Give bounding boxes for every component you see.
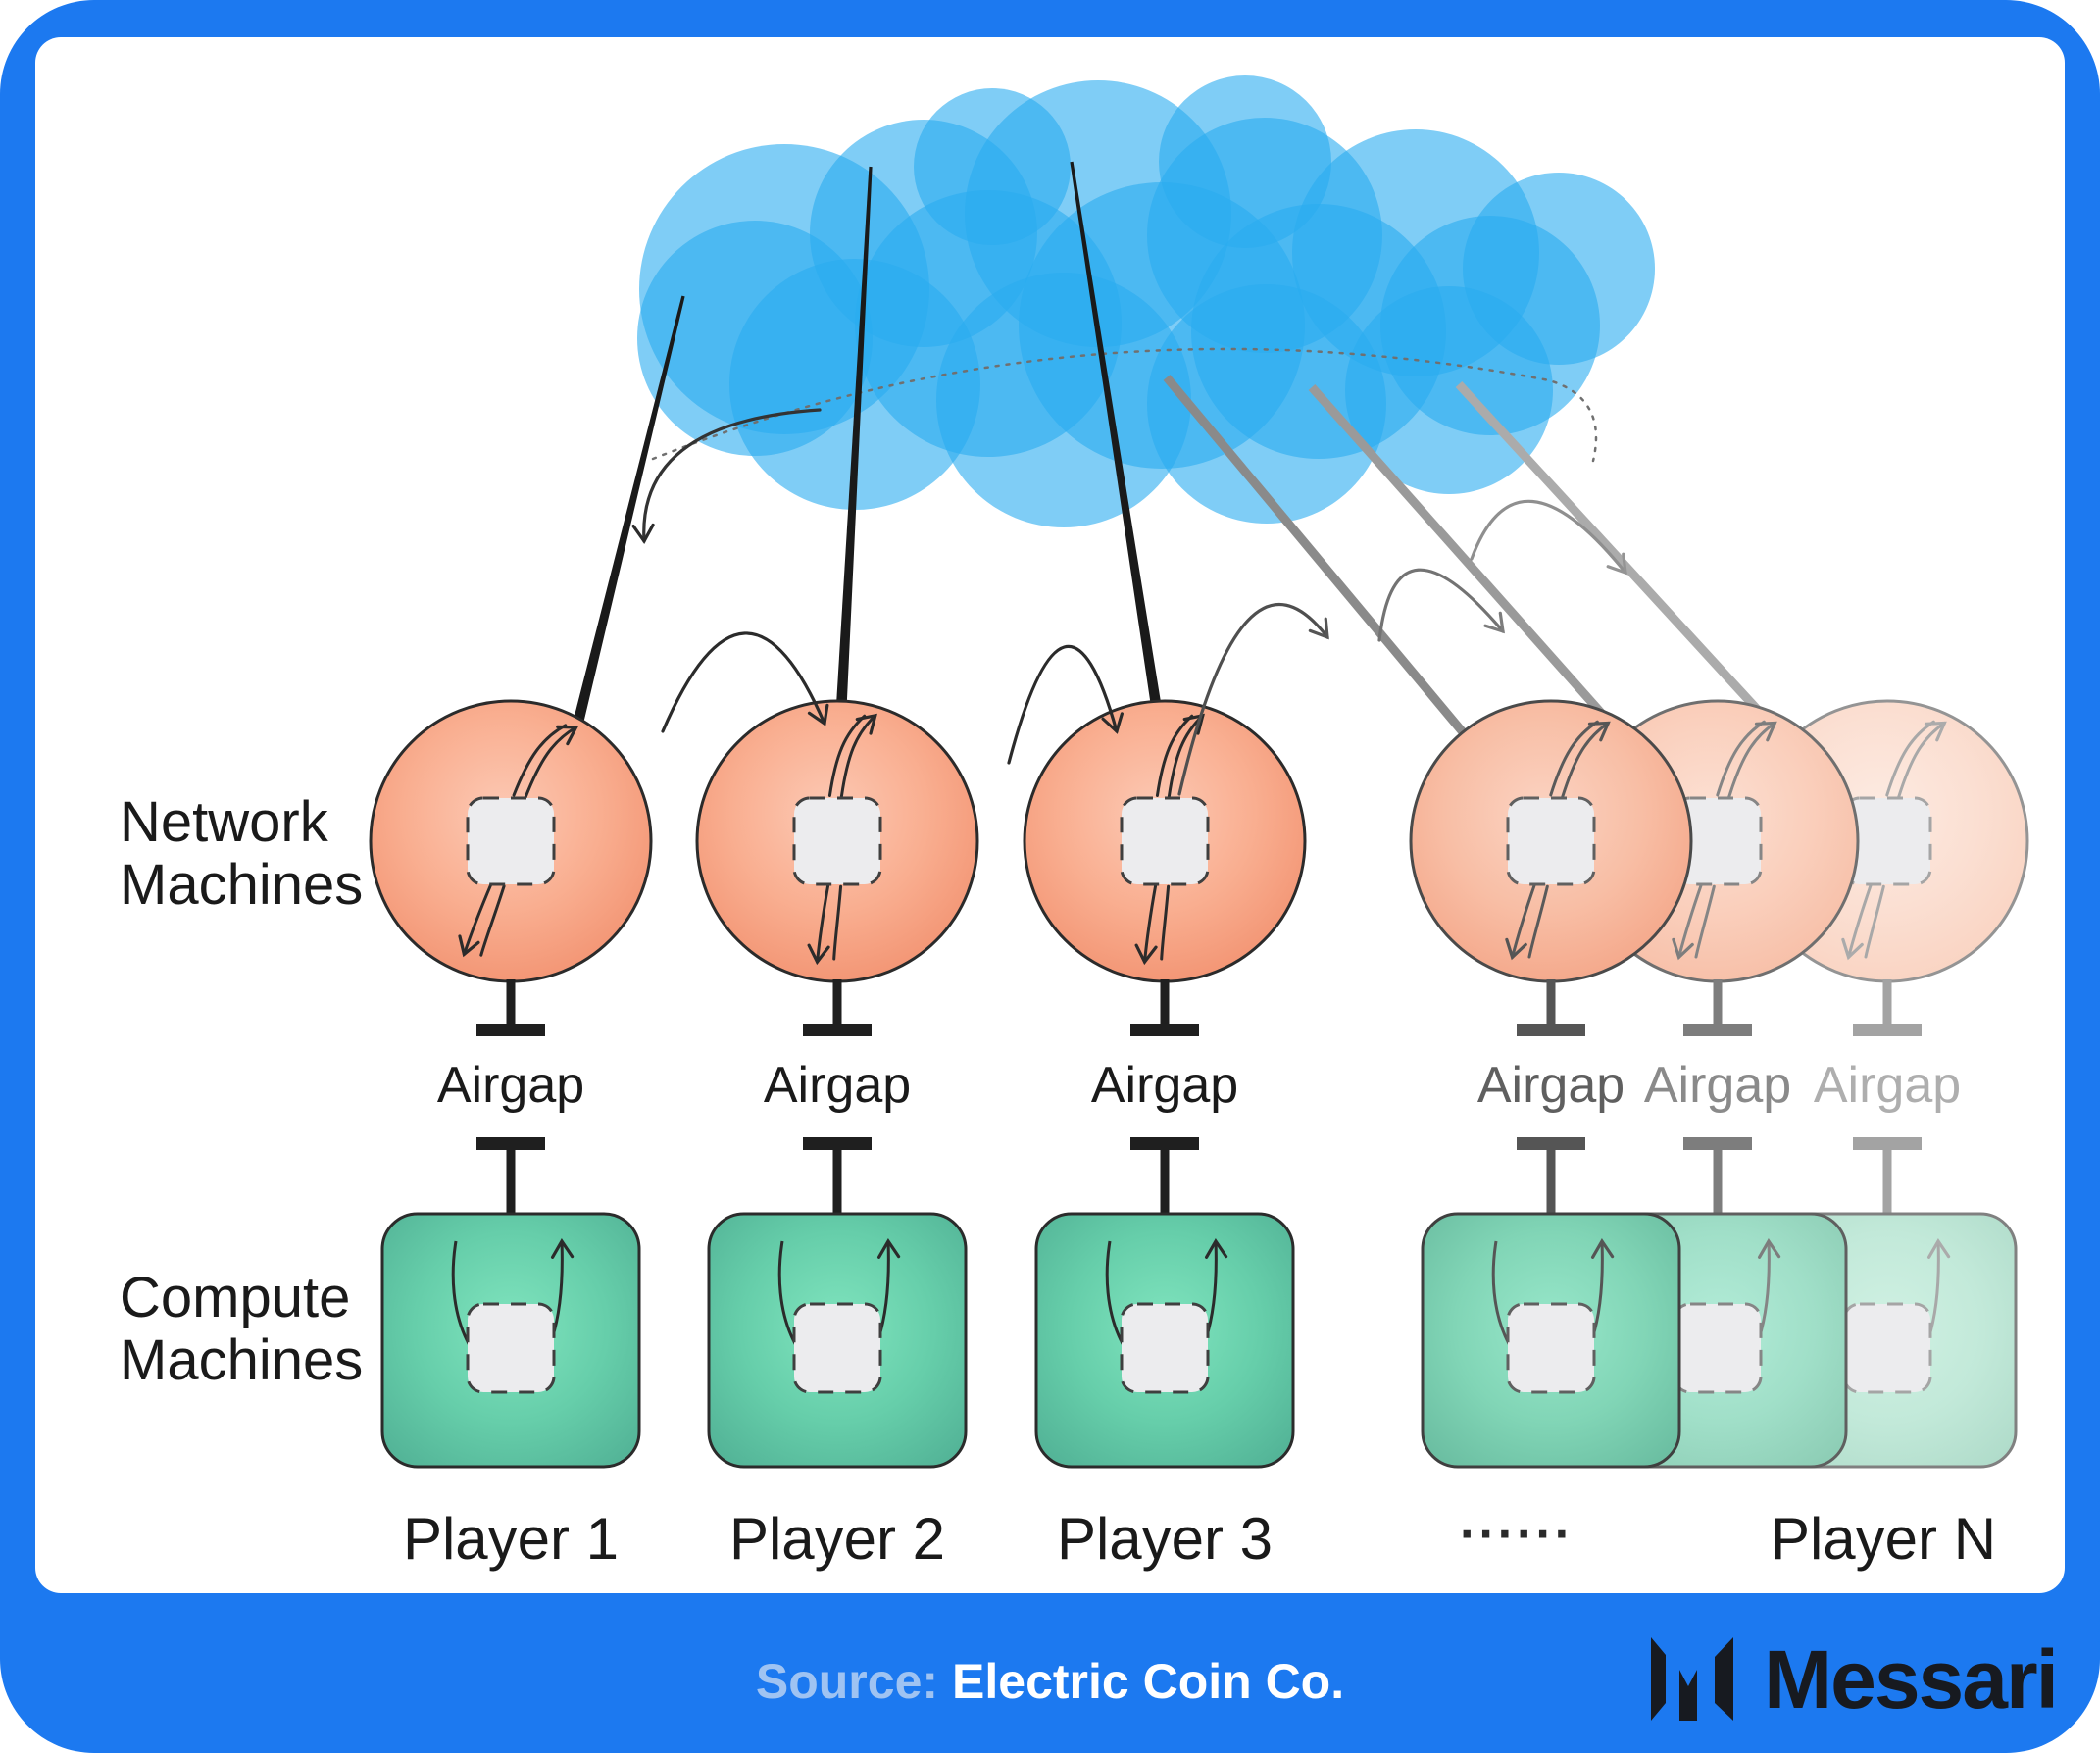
player-label: Player 3	[1057, 1506, 1273, 1572]
chip-icon	[466, 796, 556, 886]
chip-icon	[1506, 1302, 1596, 1394]
airgap-label: Airgap	[764, 1057, 911, 1114]
cloud-puff	[1345, 286, 1553, 494]
relay-arch-arrow	[661, 631, 829, 733]
chip-icon	[792, 796, 882, 886]
relay-arch-arrow	[1007, 644, 1124, 765]
network-io-arrows	[1134, 713, 1205, 966]
airgap-label: Airgap	[437, 1057, 584, 1114]
messari-mark-icon	[1651, 1637, 1733, 1721]
chip-icon	[1673, 1302, 1763, 1394]
broadcast-orbit-arc	[651, 347, 1598, 463]
messari-wordmark: Messari	[1764, 1633, 2057, 1726]
downlink-arrow	[1134, 884, 1158, 966]
player-label: Player 2	[729, 1506, 945, 1572]
downlink-arrow	[807, 884, 830, 966]
cloud-puff	[729, 259, 980, 510]
downlink-arrow	[1672, 882, 1704, 961]
network-machines-label-line2: Machines	[120, 853, 363, 917]
player-column-1: Airgap Player 1	[369, 699, 653, 1572]
source-label: Source:	[756, 1654, 938, 1709]
cloud-puff	[1147, 284, 1386, 524]
player-column-2: Airgap Player 2	[695, 699, 979, 1572]
source-name: Electric Coin Co.	[952, 1654, 1344, 1709]
network-machines-label-line1: Network	[120, 790, 329, 854]
network-io-arrows	[458, 724, 579, 958]
uplink-arrow	[1561, 721, 1611, 799]
cloud-link-line	[571, 295, 685, 731]
airgap-label: Airgap	[1091, 1057, 1238, 1114]
uplink-arrow	[839, 713, 877, 798]
cloud-link-line-faded	[1163, 375, 1502, 777]
messari-logo: Messari	[1651, 1633, 2059, 1726]
cloud-link-line	[1070, 161, 1166, 730]
uplink-arrow	[1897, 721, 1947, 799]
chip-icon	[1120, 1302, 1210, 1394]
cloud-link-line	[834, 166, 873, 730]
airgap-label: Airgap	[1477, 1057, 1625, 1114]
uplink-arrow	[1167, 713, 1205, 798]
cloud-puff	[936, 273, 1191, 527]
relay-arch-arrow	[1470, 499, 1627, 576]
network-io-arrows	[807, 713, 877, 966]
network-io-arrows	[1505, 720, 1611, 961]
player-n-label: Player N	[1771, 1506, 1996, 1572]
chip-icon	[466, 1302, 556, 1394]
airgap-label: Airgap	[1814, 1057, 1961, 1114]
chip-icon	[1842, 1302, 1932, 1394]
relay-arch-arrow	[1177, 603, 1329, 796]
player-label: Player 1	[403, 1506, 619, 1572]
ellipsis-label: ······	[1460, 1506, 1574, 1563]
chip-icon	[1506, 796, 1596, 886]
relay-arch-arrow	[1377, 568, 1505, 642]
messari-mark-bar-right	[1715, 1637, 1733, 1721]
uplink-arrow	[524, 725, 579, 800]
messari-mark-bar-middle	[1679, 1670, 1697, 1721]
network-io-arrows	[1672, 720, 1777, 961]
footer: Source: Electric Coin Co. Messari	[756, 1633, 2059, 1726]
cloud-puff	[914, 88, 1071, 245]
source-credit: Source: Electric Coin Co.	[756, 1654, 1344, 1709]
network-io-arrows	[1841, 720, 1947, 961]
chip-icon	[792, 1302, 882, 1394]
compute-machines-label-line2: Machines	[120, 1328, 363, 1392]
messari-mark-bar-left	[1651, 1637, 1666, 1721]
uplink-arrow	[1727, 721, 1777, 799]
chip-icon	[1120, 796, 1210, 886]
downlink-arrow	[1841, 882, 1874, 961]
airgap-label: Airgap	[1644, 1057, 1791, 1114]
cloud-puff	[1159, 75, 1331, 248]
player-column-faded-1: Airgap	[1409, 699, 1693, 1469]
downlink-arrow	[458, 880, 494, 958]
player-column-3: Airgap Player 3	[1023, 699, 1307, 1572]
network-cloud	[637, 75, 1655, 527]
compute-machines-label-line1: Compute	[120, 1266, 350, 1329]
downlink-arrow	[1505, 882, 1537, 961]
broadcast-left-hook-arrow	[631, 408, 822, 545]
